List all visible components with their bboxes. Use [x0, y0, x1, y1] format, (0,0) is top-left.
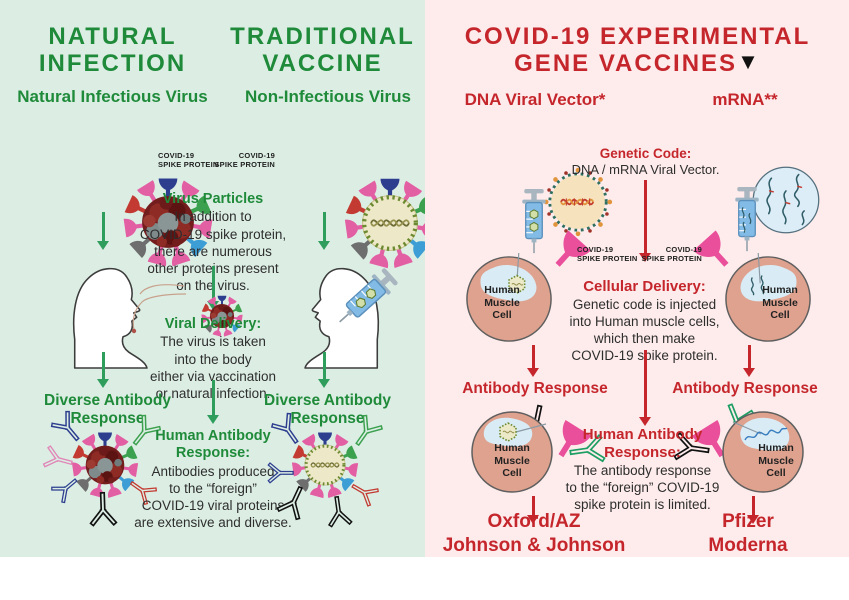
gene-vaccines-title-line1: COVID-19 EXPERIMENTAL: [464, 23, 811, 50]
down-arrow-icon: [95, 352, 111, 388]
traditional-vaccine-title: TRADITIONAL VACCINE: [230, 23, 415, 77]
mrna-vaccine-brands: Pfizer Moderna: [708, 511, 788, 556]
muscle-cell-dna-bottom: [471, 411, 553, 493]
down-arrow-icon: [205, 266, 221, 310]
inhaled-virus-icon: [168, 262, 222, 316]
spike-protein-label-mrna: COVID-19 SPIKE PROTEIN: [641, 245, 702, 264]
dna-vector-subtitle: DNA Viral Vector*: [464, 90, 606, 109]
mrna-subtitle: mRNA**: [712, 90, 778, 109]
muscle-cell-dna-top: [466, 252, 552, 342]
down-arrow-icon: [95, 212, 111, 250]
dna-syringe-icon: [521, 188, 547, 254]
gene-vaccines-panel: COVID-19 EXPERIMENTAL GENE VACCINES▼ DNA…: [425, 0, 849, 557]
down-arrow-icon: [745, 496, 761, 524]
cellular-delivery-title: Cellular Delivery:: [583, 278, 706, 295]
muscle-cell-mrna-top: [725, 252, 811, 342]
gene-vaccines-title-line2: GENE VACCINES: [514, 49, 738, 77]
muscle-cell-label: Human Muscle Cell: [758, 442, 794, 480]
viral-delivery-body: The virus is taken into the body either …: [149, 334, 277, 401]
human-antibody-body: Antibodies produced to the “foreign” COV…: [134, 463, 292, 531]
natural-infection-title: NATURAL INFECTION: [38, 23, 187, 77]
diverse-response-label-left: Diverse Antibody Response: [44, 392, 171, 427]
spike-protein-label-natural: COVID-19 SPIKE PROTEIN: [158, 151, 219, 170]
muscle-cell-label: Human Muscle Cell: [484, 284, 520, 322]
human-antibody-block-left: Human Antibody Response: Antibodies prod…: [118, 428, 308, 531]
muscle-cell-label: Human Muscle Cell: [494, 442, 530, 480]
natural-virus-subtitle: Natural Infectious Virus: [17, 87, 208, 106]
cellular-delivery-body: Genetic code is injected into Human musc…: [569, 297, 720, 364]
down-arrow-icon: [637, 350, 653, 426]
human-antibody-body-right: The antibody response to the “foreign” C…: [565, 463, 720, 513]
gene-vaccines-title: COVID-19 EXPERIMENTAL GENE VACCINES▼: [455, 23, 820, 78]
dna-vaccine-brands: Oxford/AZ Johnson & Johnson: [442, 511, 626, 556]
down-arrow-icon: [316, 352, 332, 388]
spike-protein-label-vaccine: COVID-19 SPIKE PROTEIN: [214, 151, 275, 170]
inhalation-path-icon: [131, 284, 187, 334]
muscle-cell-label: Human Muscle Cell: [762, 284, 798, 322]
virus-particles-title: Virus Particles: [162, 191, 264, 207]
cellular-delivery-block: Cellular Delivery: Genetic code is injec…: [542, 278, 747, 365]
injection-syringe-icon: [330, 265, 401, 333]
antibody-response-label-mrna: Antibody Response: [672, 380, 818, 397]
down-arrow-icon: [316, 212, 332, 250]
down-arrow-icon: [525, 345, 541, 377]
mrna-syringe-icon: [734, 186, 760, 252]
virus-antibody-cluster-vaccine: [263, 406, 387, 524]
genetic-code-title: Genetic Code:: [599, 146, 692, 161]
human-antibody-title-right: Human Antibody Response:: [582, 426, 703, 461]
viral-delivery-title: Viral Delivery:: [164, 316, 262, 332]
down-arrow-icon: [525, 496, 541, 524]
antibody-response-label-dna: Antibody Response: [462, 380, 608, 397]
genetic-code-block: Genetic Code: DNA / mRNA Viral Vector.: [558, 146, 733, 179]
viral-delivery-block: Viral Delivery: The virus is taken into …: [123, 316, 303, 402]
spike-protein-label-dna: COVID-19 SPIKE PROTEIN: [577, 245, 638, 264]
virus-particles-block: Virus Particles In addition to COVID-19 …: [123, 191, 303, 294]
footer: ▼ This medicine is subject to additional…: [0, 557, 849, 600]
muscle-cell-mrna-bottom: [722, 411, 804, 493]
human-antibody-title: Human Antibody Response:: [155, 428, 271, 462]
natural-traditional-panel: NATURAL INFECTION TRADITIONAL VACCINE Na…: [0, 0, 425, 557]
down-arrow-icon: [741, 345, 757, 377]
safety-triangle-icon: ▼: [737, 48, 761, 74]
genetic-code-body: DNA / mRNA Viral Vector.: [571, 162, 720, 178]
down-arrow-icon: [205, 380, 221, 424]
down-arrow-icon: [637, 180, 653, 262]
human-antibody-block-right: Human Antibody Response: The antibody re…: [535, 426, 750, 513]
non-infectious-virus-subtitle: Non-Infectious Virus: [245, 87, 411, 106]
virus-particles-body: In addition to COVID-19 spike protein, t…: [139, 209, 287, 293]
diverse-response-label-right: Diverse Antibody Response: [264, 392, 391, 427]
